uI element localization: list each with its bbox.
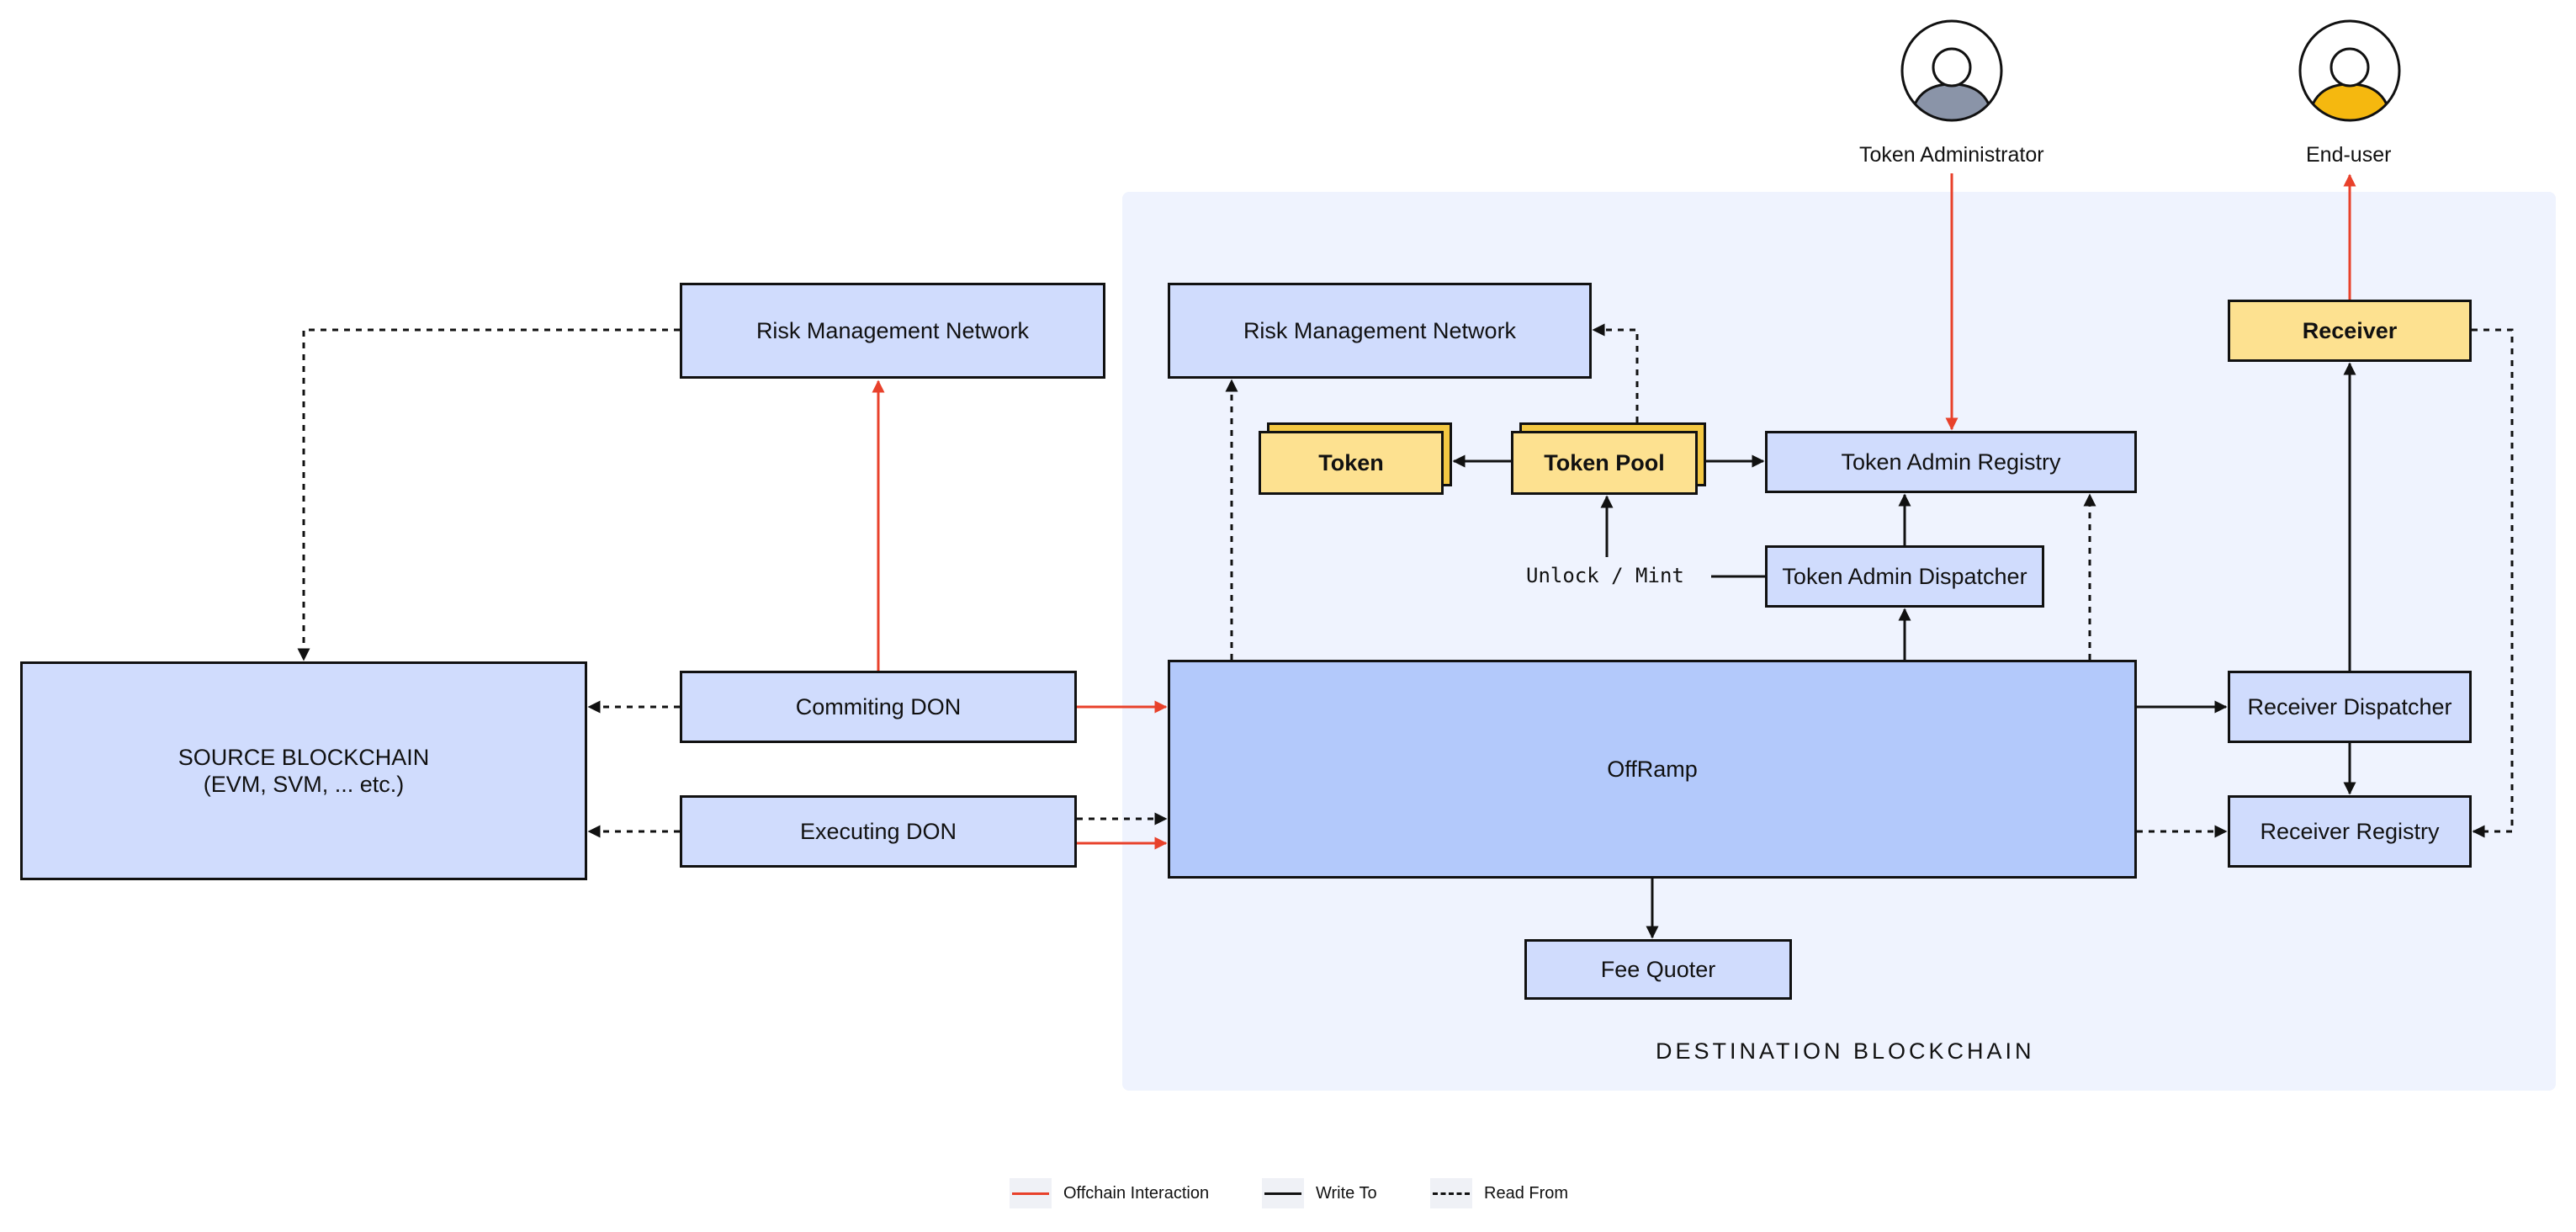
committing-don-box: Commiting DON: [680, 671, 1077, 743]
receiver-box: Receiver: [2228, 300, 2472, 362]
end-user-avatar-icon: [2298, 19, 2401, 122]
legend-read-label: Read From: [1484, 1183, 1569, 1203]
token-box: Token: [1259, 431, 1444, 495]
source-blockchain-title: SOURCE BLOCKCHAIN: [178, 744, 430, 770]
legend-write: Write To: [1262, 1178, 1377, 1208]
token-admin-dispatcher-box: Token Admin Dispatcher: [1765, 545, 2044, 608]
end-user-label: End-user: [2306, 143, 2392, 167]
legend-offchain: Offchain Interaction: [1010, 1178, 1209, 1208]
token-pool-box: Token Pool: [1511, 431, 1698, 495]
unlock-mint-label: Unlock / Mint: [1526, 564, 1684, 587]
legend-write-swatch: [1262, 1178, 1304, 1208]
destination-blockchain-title: DESTINATION BLOCKCHAIN: [1656, 1038, 2035, 1064]
token-admin-registry-box: Token Admin Registry: [1765, 431, 2137, 493]
token-administrator-label: Token Administrator: [1859, 143, 2044, 167]
source-blockchain-box: SOURCE BLOCKCHAIN (EVM, SVM, ... etc.): [20, 661, 587, 880]
tokenpool-to-risk-dest-arrow: [1592, 323, 1639, 422]
risk-management-network-source: Risk Management Network: [680, 283, 1105, 379]
receiver-dispatcher-box: Receiver Dispatcher: [2228, 671, 2472, 743]
offramp-box: OffRamp: [1168, 660, 2137, 879]
risk-management-network-dest: Risk Management Network: [1168, 283, 1592, 379]
risk-source-to-source-blockchain-arrow: [297, 328, 680, 661]
source-blockchain-subtitle: (EVM, SVM, ... etc.): [203, 772, 405, 797]
fee-quoter-box: Fee Quoter: [1524, 939, 1792, 1000]
receiver-registry-box: Receiver Registry: [2228, 795, 2472, 868]
token-administrator-avatar-icon: [1900, 19, 2003, 122]
legend-read: Read From: [1430, 1178, 1568, 1208]
legend-offchain-swatch: [1010, 1178, 1052, 1208]
legend-write-label: Write To: [1316, 1183, 1377, 1203]
executing-don-box: Executing DON: [680, 795, 1077, 868]
legend-read-swatch: [1430, 1178, 1472, 1208]
receiver-to-receiver-registry-arrow: [2472, 328, 2514, 838]
legend-offchain-label: Offchain Interaction: [1063, 1183, 1210, 1203]
